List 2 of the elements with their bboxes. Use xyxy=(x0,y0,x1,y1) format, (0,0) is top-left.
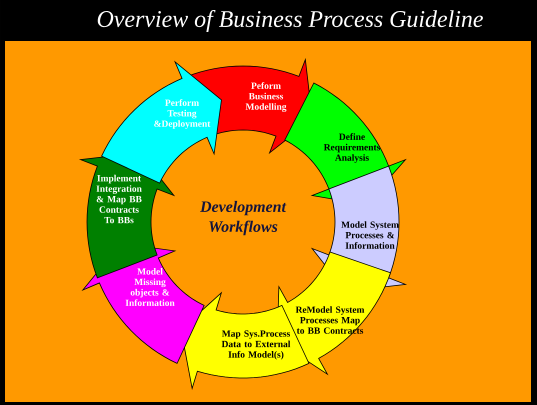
slide-title: Overview of Business Process Guideline xyxy=(98,10,483,32)
center-label: Development Workflows xyxy=(200,200,286,236)
